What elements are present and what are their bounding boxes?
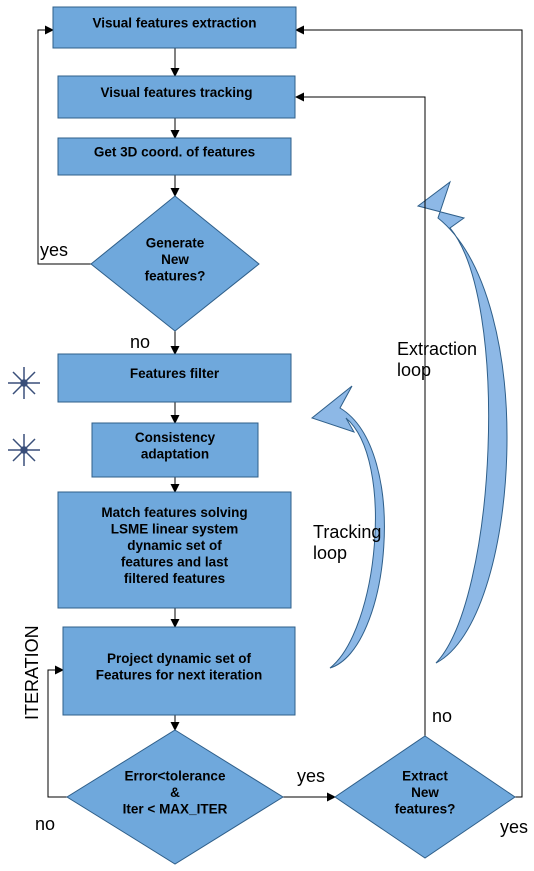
text-line: LSME linear system bbox=[111, 522, 239, 537]
text-line: Features filter bbox=[130, 366, 220, 381]
decision-label: Error<tolerance& Iter < MAX_ITER bbox=[123, 769, 228, 817]
text-line: New bbox=[411, 785, 439, 800]
box-visual-features-extraction: Visual features extraction bbox=[52, 6, 297, 49]
text-line: Visual features tracking bbox=[100, 85, 252, 100]
box-label: Features filter bbox=[130, 366, 220, 381]
text-line: Extraction bbox=[397, 339, 477, 359]
decision-error-tolerance: Error<tolerance& Iter < MAX_ITER bbox=[66, 729, 284, 865]
text-line: features? bbox=[145, 269, 206, 284]
text-line: Visual features extraction bbox=[92, 16, 256, 31]
label-generate-yes: yes bbox=[40, 240, 68, 260]
text-line: adaptation bbox=[141, 446, 209, 461]
label-error-yes: yes bbox=[297, 766, 325, 786]
connector-extract-yes bbox=[295, 25, 523, 798]
text-line: Extract bbox=[402, 769, 448, 784]
connector-extract-no bbox=[295, 92, 426, 736]
connector-generate-yes bbox=[37, 25, 91, 265]
text-line: & bbox=[170, 785, 180, 800]
box-label: Visual features extraction bbox=[92, 16, 256, 31]
text-line: Features for next iteration bbox=[96, 667, 263, 682]
text-line: loop bbox=[397, 360, 431, 380]
extraction-loop-arrow bbox=[416, 180, 508, 664]
text-line: Get 3D coord. of features bbox=[94, 145, 255, 160]
box-get-3d-coords: Get 3D coord. of features bbox=[57, 137, 292, 176]
text-line: Tracking bbox=[313, 522, 381, 542]
text-line: New bbox=[161, 252, 189, 267]
label-iteration: ITERATION bbox=[22, 625, 42, 720]
text-line: Iter < MAX_ITER bbox=[123, 802, 228, 817]
star-marker-icon bbox=[8, 434, 40, 466]
text-line: filtered features bbox=[124, 571, 225, 586]
label-extract-no: no bbox=[432, 706, 452, 726]
box-label: Get 3D coord. of features bbox=[94, 145, 255, 160]
text-line: features? bbox=[395, 802, 456, 817]
text-line: Generate bbox=[146, 236, 205, 251]
text-line: Match features solving bbox=[101, 505, 247, 520]
text-line: features and last bbox=[121, 555, 229, 570]
connector-error-no bbox=[47, 665, 67, 798]
label-error-no: no bbox=[35, 814, 55, 834]
text-line: Consistency bbox=[135, 430, 216, 445]
box-features-filter: Features filter bbox=[57, 353, 292, 403]
tracking-loop-arrow bbox=[310, 385, 385, 669]
star-marker-icon bbox=[8, 367, 40, 399]
box-visual-features-tracking: Visual features tracking bbox=[57, 75, 296, 119]
text-line: loop bbox=[313, 543, 347, 563]
text-line: Error<tolerance bbox=[125, 769, 226, 784]
label-generate-no: no bbox=[130, 332, 150, 352]
text-line: Project dynamic set of bbox=[107, 651, 252, 666]
box-label: Visual features tracking bbox=[100, 85, 252, 100]
label-extract-yes: yes bbox=[500, 817, 528, 837]
text-line: dynamic set of bbox=[127, 538, 222, 553]
